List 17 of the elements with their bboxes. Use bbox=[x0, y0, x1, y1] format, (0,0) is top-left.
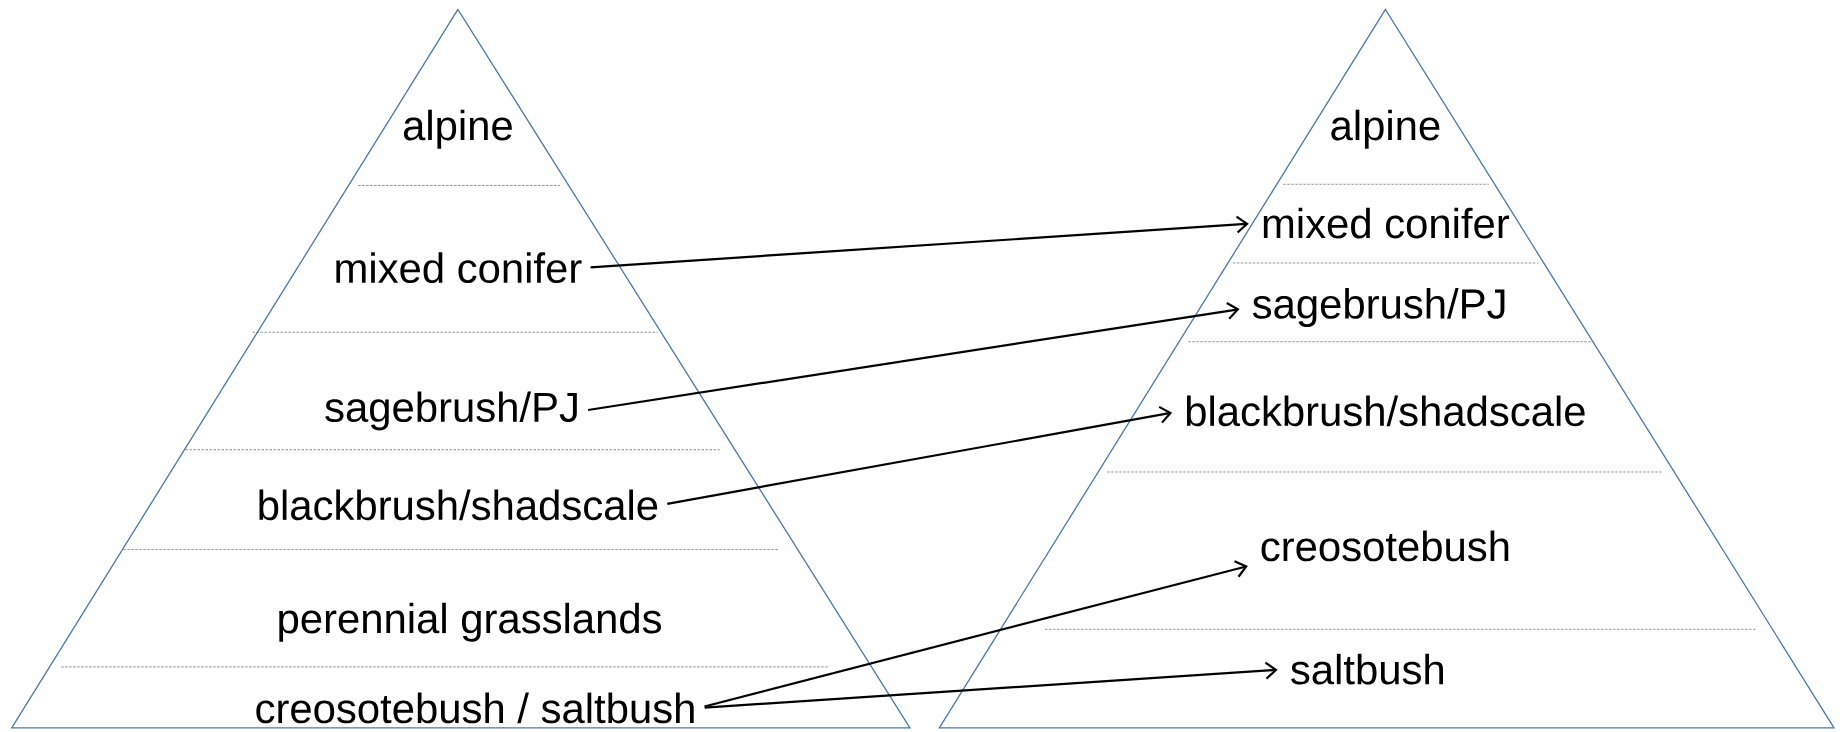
zone-label: creosotebush bbox=[1261, 530, 1509, 562]
arrow bbox=[704, 560, 1248, 708]
zone-label: blackbrush/shadscale bbox=[259, 489, 658, 521]
zone-label: mixed conifer bbox=[336, 252, 582, 284]
arrow bbox=[587, 302, 1240, 412]
zone-label: saltbush bbox=[1291, 653, 1443, 685]
zone-label: sagebrush/PJ bbox=[1252, 288, 1505, 328]
zone-label: blackbrush/shadscale bbox=[1186, 395, 1585, 427]
zone-label: alpine bbox=[403, 109, 512, 149]
zone-label: perennial grasslands bbox=[279, 602, 662, 642]
zone-label: sagebrush/PJ bbox=[325, 391, 577, 431]
zone-label: creosotebush / saltbush bbox=[256, 692, 694, 724]
arrow bbox=[704, 661, 1278, 709]
arrow bbox=[667, 405, 1173, 505]
zone-label: mixed conifer bbox=[1263, 207, 1510, 239]
zone-label: alpine bbox=[1331, 109, 1440, 149]
arrow bbox=[590, 215, 1249, 269]
